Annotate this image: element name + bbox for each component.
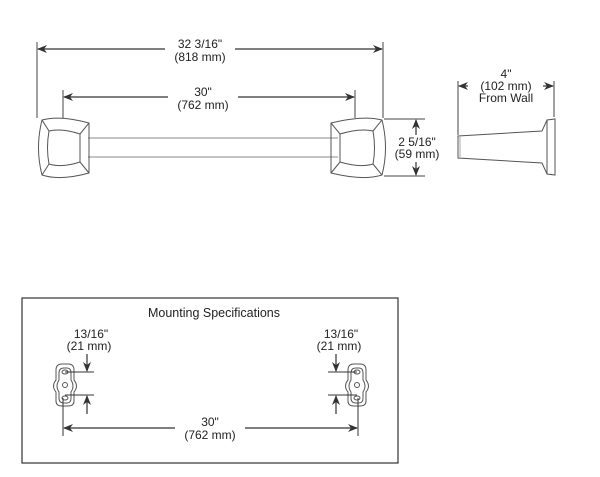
mounting-specifications-panel: Mounting Specifications 13/16" (21 mm) 1…: [21, 297, 399, 464]
side-profile: [457, 118, 556, 176]
projection-note: From Wall: [479, 91, 533, 105]
projection-metric: (102 mm): [480, 79, 531, 93]
mounting-panel-border: [21, 297, 399, 464]
center-distance-metric: (762 mm): [184, 428, 235, 442]
mounting-title: Mounting Specifications: [148, 306, 280, 320]
overall-length-imperial: 32 3/16": [178, 37, 222, 51]
height-metric: (59 mm): [395, 147, 440, 161]
overall-length-metric: (818 mm): [174, 50, 225, 64]
height-imperial: 2 5/16": [398, 135, 436, 149]
left-mounting-plate: [53, 363, 77, 407]
left-end-bracket: [38, 117, 90, 179]
bar-length-imperial: 30": [194, 85, 212, 99]
center-distance-imperial: 30": [201, 415, 219, 429]
side-view: 4" (102 mm) From Wall: [457, 67, 556, 176]
front-view: 32 3/16" (818 mm) 30" (762 mm): [36, 37, 440, 179]
right-mounting-plate: [345, 363, 369, 407]
right-hole-spacing-imperial: 13/16": [324, 327, 358, 341]
right-hole-spacing-metric: (21 mm): [317, 339, 362, 353]
left-hole-spacing-metric: (21 mm): [67, 339, 112, 353]
projection-imperial: 4": [501, 67, 512, 81]
right-end-bracket: [330, 117, 386, 179]
left-hole-spacing-imperial: 13/16": [74, 327, 108, 341]
bar-length-metric: (762 mm): [177, 98, 228, 112]
